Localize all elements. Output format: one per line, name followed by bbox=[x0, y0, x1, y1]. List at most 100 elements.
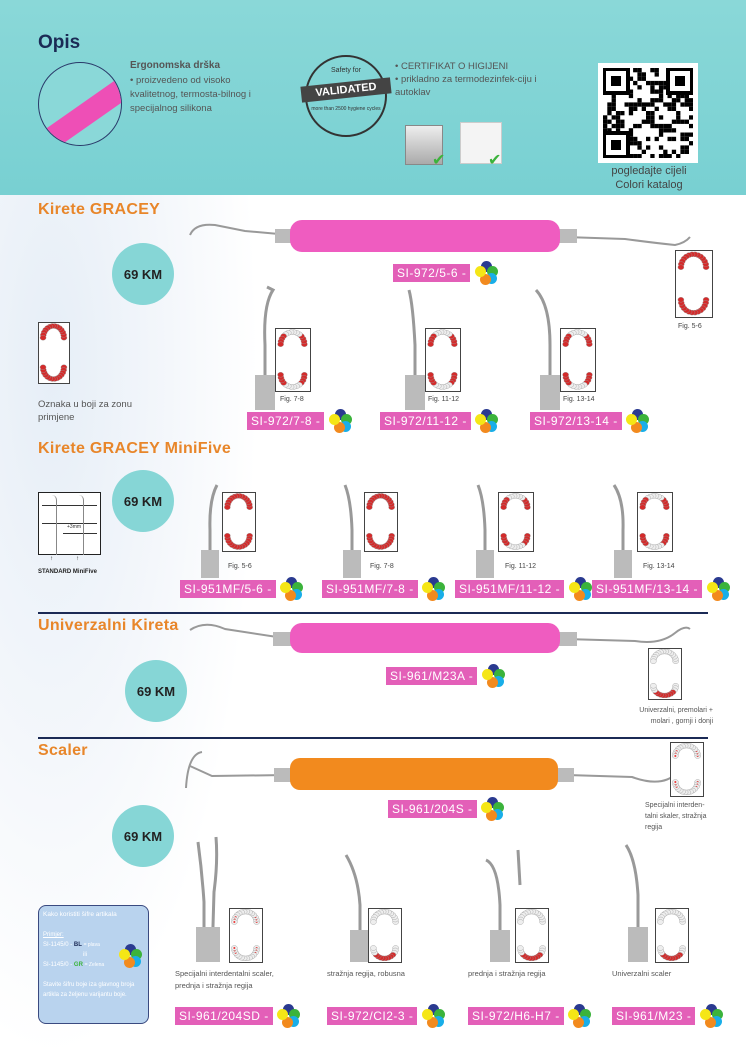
qr-caption: pogledajte cijeli Colori katalog bbox=[611, 165, 687, 191]
cert-line-2: • prikladno za termodezinfek-ciju i auto… bbox=[395, 74, 537, 98]
section-title-scaler: Scaler bbox=[38, 742, 88, 759]
tooth-chart bbox=[229, 908, 263, 963]
price-badge: 69 KM bbox=[112, 243, 174, 305]
tooth-chart bbox=[637, 492, 673, 552]
item-caption: prednja i stražnja regija bbox=[468, 969, 546, 978]
price-badge: 69 KM bbox=[125, 660, 187, 722]
color-dot bbox=[433, 589, 445, 600]
color-dot bbox=[481, 669, 493, 680]
divider bbox=[38, 737, 708, 739]
tooth-chart bbox=[675, 250, 713, 318]
color-dot bbox=[638, 414, 650, 425]
instrument-scaler bbox=[185, 751, 688, 790]
item-caption: stražnja regija, robusna bbox=[327, 969, 405, 978]
color-variants-icon bbox=[706, 577, 731, 601]
color-dot bbox=[283, 1004, 295, 1015]
product-code: SI-951MF/11-12 - bbox=[455, 577, 593, 601]
color-dot bbox=[480, 422, 492, 433]
color-dot bbox=[568, 1009, 580, 1020]
instrument-tip bbox=[612, 484, 632, 578]
color-dot bbox=[119, 949, 130, 960]
fig-label: Fig. 13-14 bbox=[563, 396, 595, 403]
tooth-chart bbox=[275, 328, 311, 392]
color-dot bbox=[579, 1016, 591, 1027]
color-variants-icon bbox=[568, 577, 593, 601]
tooth-chart bbox=[222, 492, 256, 552]
tooth-chart-legend bbox=[38, 322, 70, 384]
color-dot bbox=[717, 589, 729, 600]
color-variants-icon bbox=[481, 797, 505, 821]
universal-caption: Univerzalni, premolari + molari , gornji… bbox=[639, 707, 713, 725]
color-dot bbox=[580, 1009, 592, 1020]
tooth-chart bbox=[655, 908, 689, 963]
color-dot bbox=[479, 274, 491, 285]
tooth-chart bbox=[560, 328, 596, 392]
section-title-minifive: Kirete GRACEY MiniFive bbox=[38, 440, 232, 457]
color-dot bbox=[475, 414, 487, 425]
color-dot bbox=[285, 590, 297, 601]
color-dot bbox=[486, 421, 498, 432]
tooth-chart bbox=[498, 492, 534, 552]
color-dot bbox=[580, 582, 592, 593]
color-dot bbox=[481, 802, 492, 813]
fig-label: Fig. 11-12 bbox=[505, 563, 536, 570]
tooth-chart bbox=[425, 328, 461, 392]
color-dot bbox=[487, 414, 499, 425]
color-dot bbox=[626, 414, 638, 425]
color-dot bbox=[339, 421, 351, 432]
color-variants-icon bbox=[474, 261, 499, 285]
color-dot bbox=[292, 582, 304, 593]
color-variants-icon bbox=[328, 409, 353, 433]
color-variants-icon bbox=[422, 577, 446, 601]
product-code: SI-951MF/7-8 - bbox=[322, 577, 446, 601]
color-dot bbox=[328, 414, 340, 425]
color-dot bbox=[434, 582, 446, 593]
color-dot bbox=[492, 809, 503, 820]
product-code: SI-951MF/13-14 - bbox=[592, 577, 731, 601]
product-code: SI-972/CI2-3 - bbox=[327, 1004, 446, 1028]
item-caption: Specijalni interdentalni scaler, prednja… bbox=[175, 969, 274, 990]
color-dot bbox=[699, 1009, 711, 1020]
color-dot bbox=[125, 944, 136, 955]
color-dot bbox=[712, 577, 724, 588]
color-dot bbox=[573, 590, 585, 601]
qr-code[interactable] bbox=[598, 63, 698, 163]
instrument-gracey-5-6 bbox=[189, 220, 691, 252]
color-dot bbox=[568, 582, 580, 593]
color-variants-icon bbox=[421, 1004, 446, 1028]
product-code: SI-961/M23 - bbox=[612, 1004, 724, 1028]
zone-note: Oznaka u boji za zonu primjene bbox=[38, 399, 133, 423]
color-dot bbox=[426, 1017, 438, 1028]
color-variants-icon bbox=[699, 1004, 724, 1028]
color-dot bbox=[573, 1017, 585, 1028]
how-to-use-codes-box: Kako koristiti šifre artikala Primjer: S… bbox=[38, 905, 149, 1024]
color-dot bbox=[711, 1009, 723, 1020]
color-dot bbox=[131, 949, 142, 960]
product-code: SI-972/11-12 - bbox=[380, 409, 499, 433]
color-dot bbox=[334, 409, 346, 420]
color-dot bbox=[631, 422, 643, 433]
color-dot bbox=[124, 957, 135, 968]
color-dot bbox=[130, 956, 141, 967]
fig-label: Fig. 11-12 bbox=[428, 396, 459, 403]
color-dot bbox=[480, 261, 492, 272]
product-code: SI-961/204S - bbox=[388, 797, 505, 821]
scaler-caption: Specijalni interden-talni skaler, stražn… bbox=[645, 802, 707, 831]
color-dot bbox=[711, 590, 723, 601]
color-dot bbox=[637, 421, 649, 432]
color-dot bbox=[485, 273, 497, 284]
product-code-si-972-5-6: SI-972/5-6 - bbox=[393, 261, 499, 285]
instrument-tip bbox=[476, 484, 494, 578]
color-dot bbox=[704, 1017, 716, 1028]
price-badge: 69 KM bbox=[112, 470, 174, 532]
color-dot bbox=[705, 1004, 717, 1015]
instrument-tip bbox=[534, 288, 560, 410]
color-dot bbox=[481, 409, 493, 420]
color-dot bbox=[289, 1009, 301, 1020]
standard-label: STANDARD bbox=[38, 569, 72, 575]
color-variants-icon bbox=[481, 664, 506, 688]
fig-label: Fig. 7-8 bbox=[280, 396, 304, 403]
tooth-chart bbox=[515, 908, 549, 963]
color-dot bbox=[579, 589, 591, 600]
color-dot bbox=[574, 1004, 586, 1015]
